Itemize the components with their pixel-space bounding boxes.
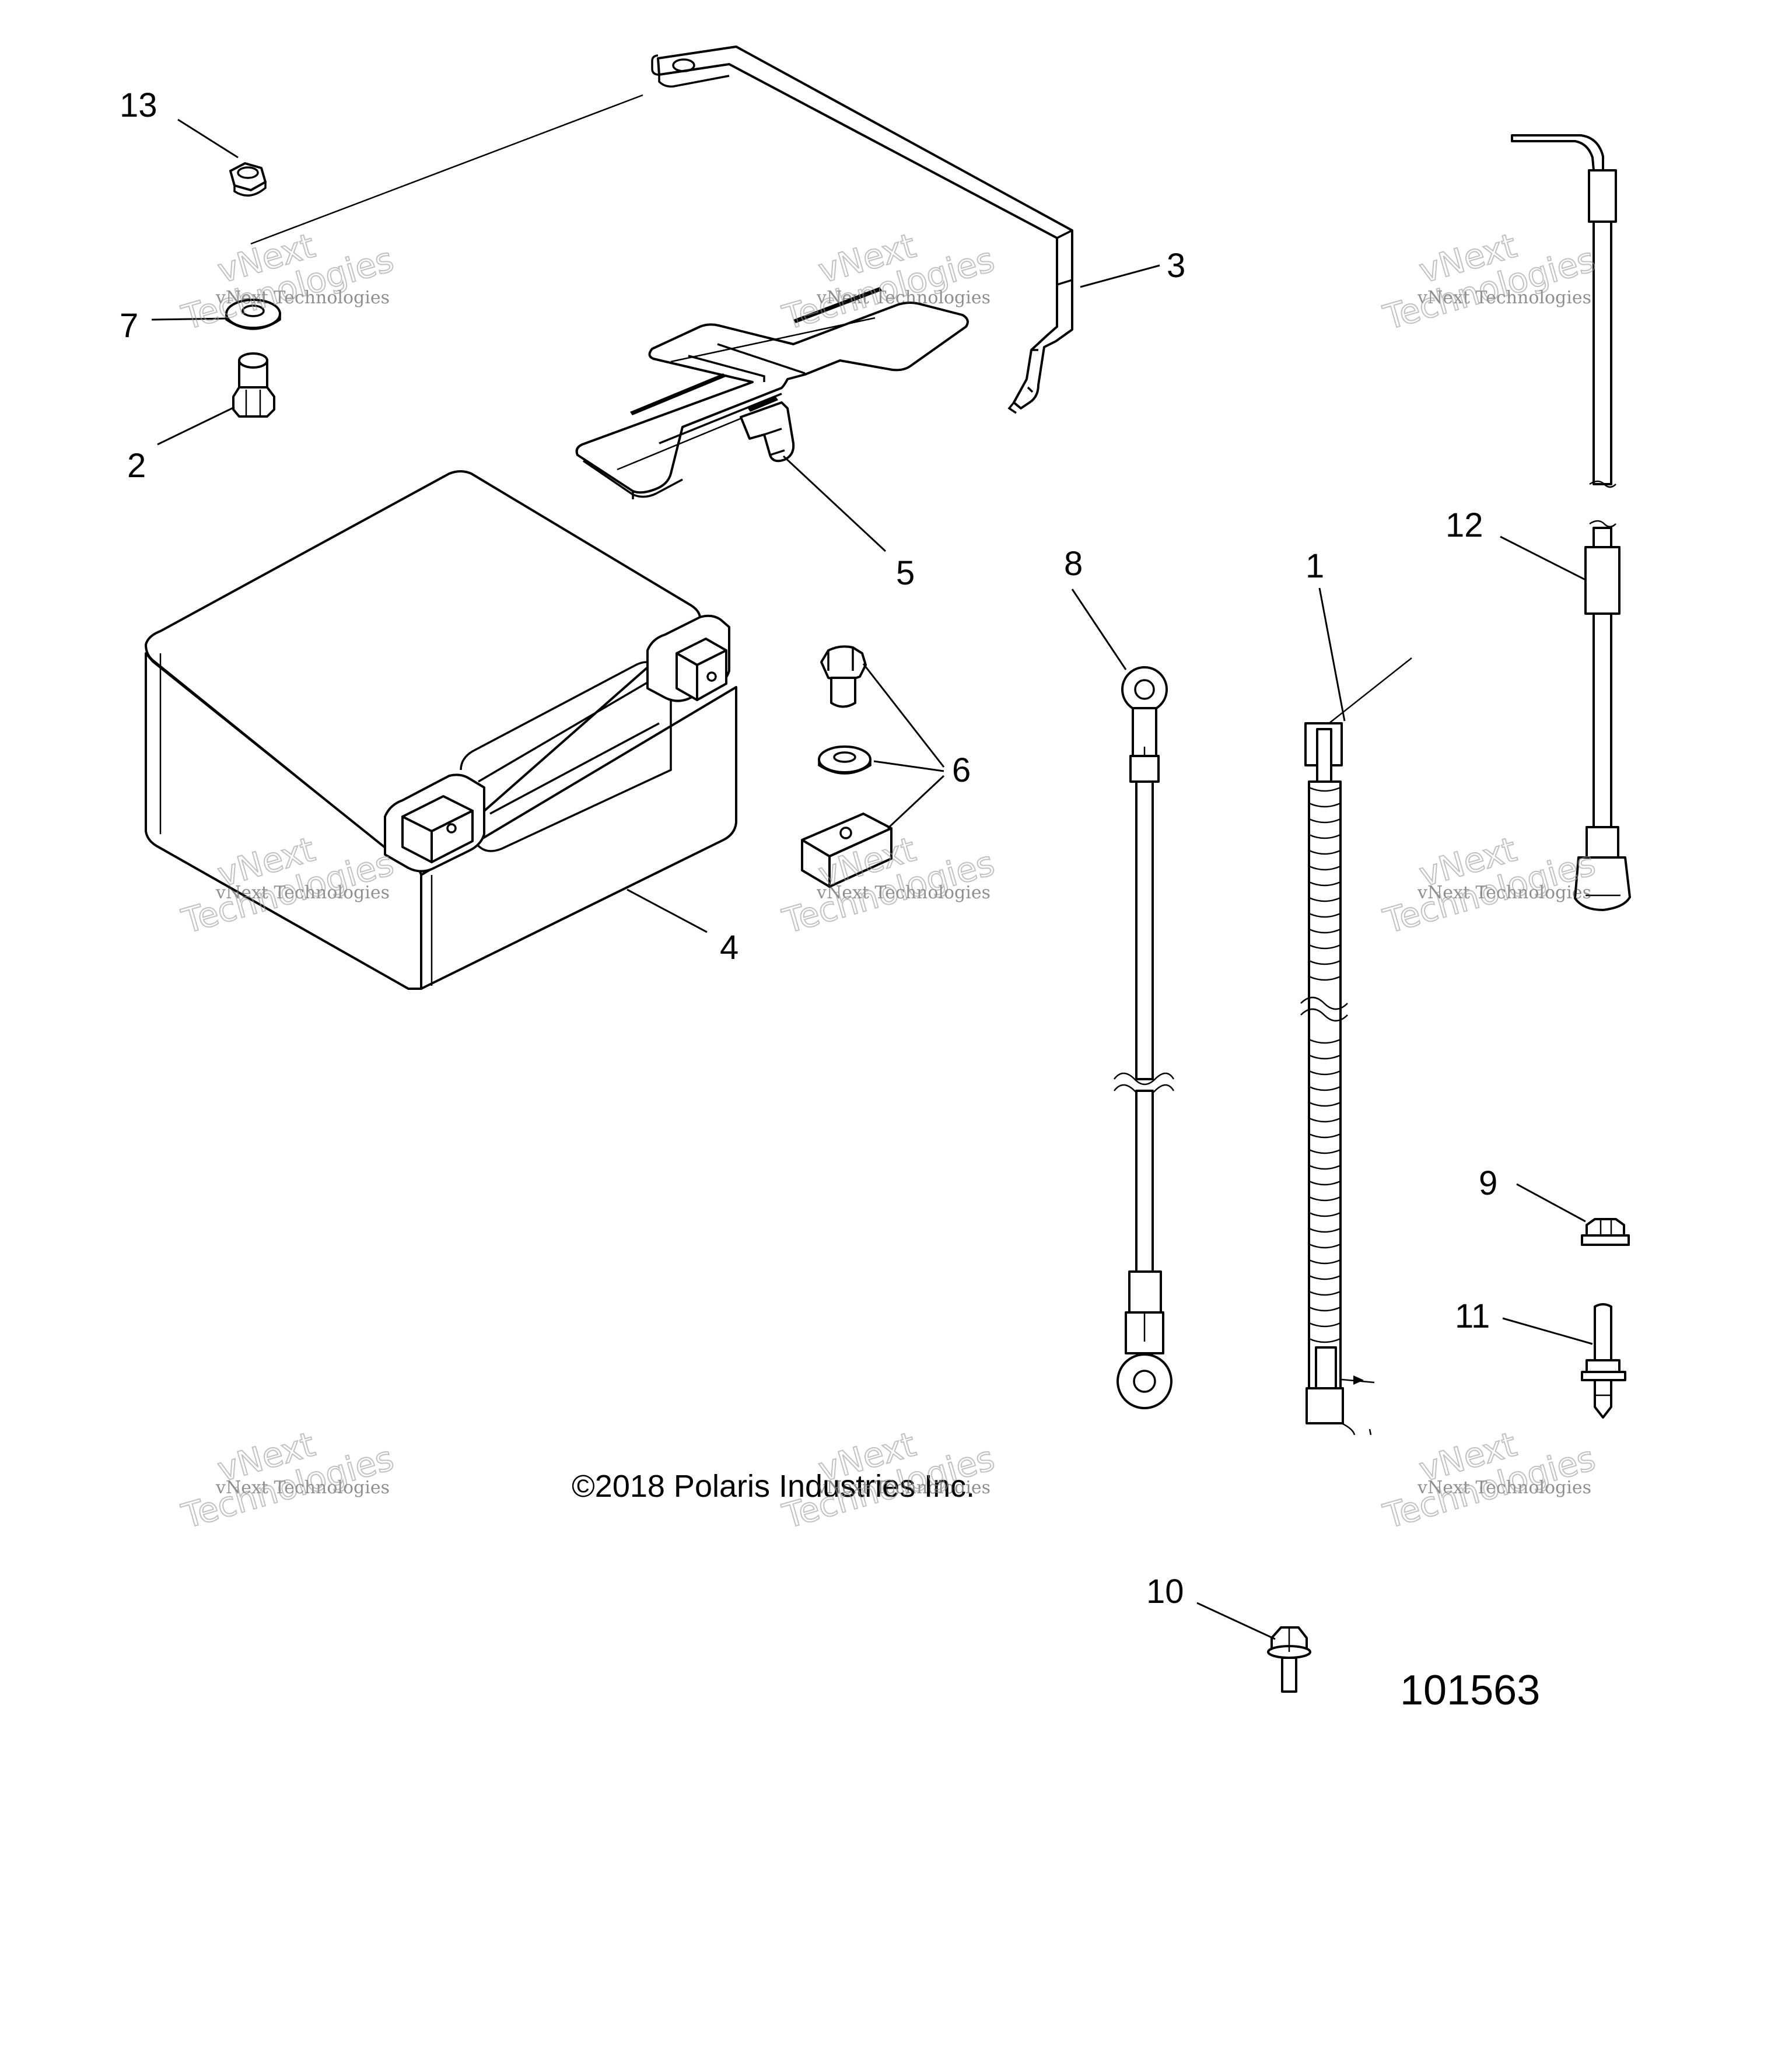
conduit-rib	[1308, 928, 1341, 934]
conduit-rib	[1308, 1306, 1341, 1312]
conduit-rib	[1308, 1227, 1341, 1233]
conduit-rib	[1308, 786, 1341, 792]
conduit-rib	[1308, 1149, 1341, 1154]
conduit-rib	[1308, 1133, 1341, 1139]
callout-6: 6	[952, 751, 971, 789]
callout-5: 5	[896, 554, 915, 592]
part-1-conduit-ribs	[1308, 786, 1341, 1343]
part-6-bolt[interactable]	[820, 645, 867, 708]
watermark: vNext Technologies	[177, 225, 398, 338]
watermark: vNext Technologies	[1417, 883, 1591, 903]
watermarks: vNext Technologies vNext Technologies vN…	[177, 225, 1600, 1537]
conduit-rib	[1308, 849, 1341, 855]
conduit-rib	[1308, 1259, 1341, 1265]
watermark: vNext Technologies	[1378, 829, 1600, 942]
part-12-cable[interactable]	[1511, 134, 1631, 911]
conduit-rib	[1308, 975, 1341, 981]
part-4-battery[interactable]	[145, 470, 737, 990]
part-13-nut[interactable]	[229, 162, 267, 197]
conduit-rib	[1308, 834, 1341, 839]
conduit-rib	[1308, 960, 1341, 965]
conduit-rib	[1308, 1101, 1341, 1107]
part-5-hold-down-plate[interactable]	[575, 287, 969, 499]
watermark: vNext Technologies	[215, 1478, 390, 1498]
conduit-rib	[1308, 1117, 1341, 1123]
svg-text:vNext Technologies: vNext Technologies	[215, 1478, 390, 1498]
conduit-rib	[1308, 1338, 1341, 1343]
svg-text:vNext Technologies: vNext Technologies	[1417, 1478, 1591, 1498]
conduit-rib	[1308, 1243, 1341, 1249]
part-6-hardware[interactable]	[801, 645, 892, 888]
watermark: vNext Technologies	[1378, 225, 1600, 338]
conduit-rib	[1308, 1054, 1341, 1060]
svg-text:vNext Technologies: vNext Technologies	[816, 883, 991, 903]
callout-7: 7	[120, 307, 138, 345]
copyright-notice: ©2018 Polaris Industries Inc.	[572, 1469, 975, 1504]
part-9-nut[interactable]	[1581, 1218, 1630, 1246]
part-11-stud[interactable]	[1581, 1303, 1626, 1419]
conduit-rib	[1308, 818, 1341, 824]
part-6-block[interactable]	[801, 813, 892, 888]
callout-3: 3	[1167, 247, 1185, 285]
part-1-harness[interactable]	[1300, 657, 1412, 1436]
svg-text:vNext Technologies: vNext Technologies	[215, 288, 390, 308]
document-number: 101563	[1400, 1667, 1540, 1714]
conduit-rib	[1308, 944, 1341, 950]
conduit-rib	[1308, 912, 1341, 918]
conduit-rib	[1308, 802, 1341, 808]
conduit-rib	[1308, 1196, 1341, 1202]
callout-labels: 13 7 2 3 5 6 4 8 1 12 9 11 10	[120, 86, 1497, 1611]
conduit-rib	[1308, 1164, 1341, 1170]
watermark: vNext Technologies	[816, 1478, 991, 1498]
watermark: vNext Technologies	[215, 883, 390, 903]
conduit-rib	[1308, 1290, 1341, 1296]
callout-13: 13	[120, 86, 158, 124]
watermark: vNext Technologies	[816, 288, 991, 308]
callout-1: 1	[1306, 547, 1324, 585]
conduit-rib	[1308, 1038, 1341, 1044]
conduit-rib	[1308, 1275, 1341, 1280]
part-3-bracket[interactable]	[651, 45, 1073, 414]
watermark: vNext Technologies	[215, 288, 390, 308]
watermark: vNext Technologies	[1417, 1478, 1591, 1498]
svg-text:vNext Technologies: vNext Technologies	[1417, 883, 1591, 903]
watermark: vNext Technologies	[177, 1424, 398, 1537]
callout-12: 12	[1446, 506, 1483, 544]
leader-lines	[151, 94, 1593, 1640]
callout-9: 9	[1479, 1164, 1497, 1202]
callout-8: 8	[1064, 545, 1083, 583]
svg-text:vNext Technologies: vNext Technologies	[816, 288, 991, 308]
conduit-rib	[1308, 881, 1341, 887]
svg-text:vNext Technologies: vNext Technologies	[816, 1478, 991, 1498]
watermark: vNext Technologies	[1378, 1424, 1600, 1537]
conduit-rib	[1308, 1212, 1341, 1217]
callout-4: 4	[720, 929, 738, 967]
callout-11: 11	[1455, 1297, 1490, 1335]
part-7-washer[interactable]	[225, 299, 281, 330]
conduit-rib	[1308, 1086, 1341, 1091]
watermark: vNext Technologies	[1417, 288, 1591, 308]
conduit-rib	[1308, 1070, 1341, 1076]
callout-2: 2	[127, 447, 146, 485]
callout-10: 10	[1146, 1573, 1184, 1611]
part-2-bolt[interactable]	[232, 352, 275, 418]
part-10-bolt[interactable]	[1267, 1626, 1311, 1693]
part-8-cable[interactable]	[1114, 666, 1175, 1409]
conduit-rib	[1308, 1322, 1341, 1328]
svg-text:vNext Technologies: vNext Technologies	[1417, 288, 1591, 308]
conduit-rib	[1308, 897, 1341, 902]
conduit-rib	[1308, 1180, 1341, 1186]
watermark: vNext Technologies	[816, 883, 991, 903]
svg-text:vNext Technologies: vNext Technologies	[215, 883, 390, 903]
conduit-rib	[1308, 865, 1341, 871]
part-6-washer[interactable]	[818, 745, 872, 775]
